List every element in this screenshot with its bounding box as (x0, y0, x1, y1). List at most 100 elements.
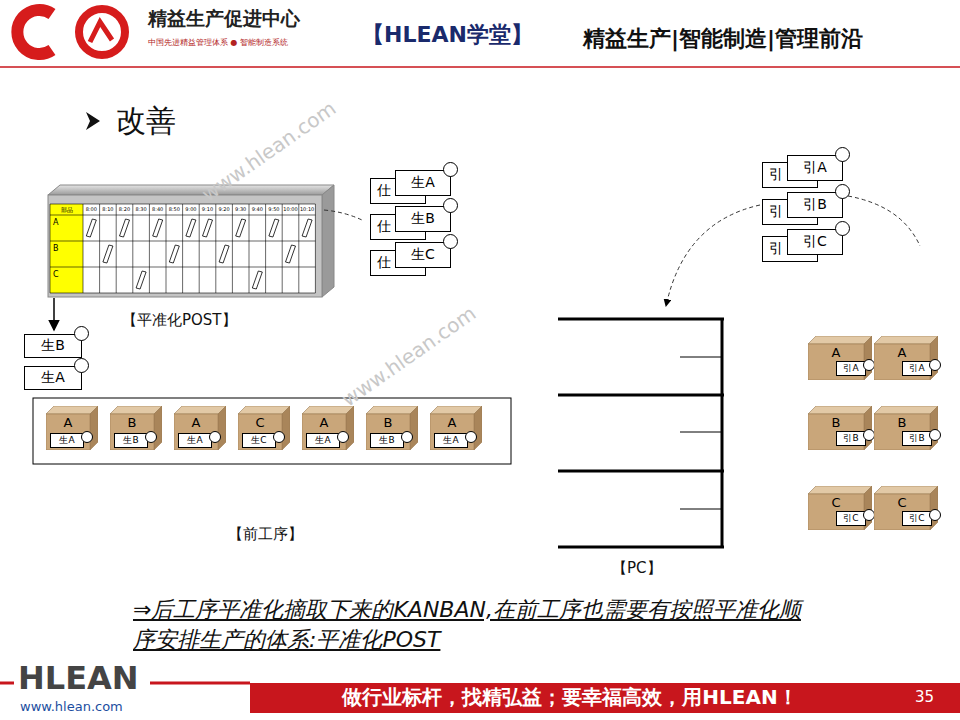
card-text: 生A (443, 434, 458, 447)
post-top (48, 185, 334, 195)
time-slot: 9:20 (216, 204, 233, 215)
table-line (298, 204, 299, 293)
caption: ⇒后工序平准化摘取下来的KANBAN,在前工序也需要有按照平准化顺序安排生产的体… (133, 595, 803, 655)
card-text: 生B (123, 434, 138, 447)
card-text: 仕 (377, 218, 391, 236)
box-side (282, 406, 290, 450)
card-text: 引C (843, 512, 858, 525)
kanban-card: 生A (306, 433, 340, 448)
table-line (265, 204, 266, 293)
kanban-slot (269, 219, 279, 237)
box-top (808, 406, 872, 414)
logo-c (17, 10, 52, 54)
box-side (474, 406, 482, 450)
box-front (430, 414, 474, 450)
part-letter: A (302, 415, 346, 430)
card-text: 引B (803, 196, 827, 214)
kanban-card: 生A (24, 366, 82, 390)
part-letter: A (174, 415, 218, 430)
footer-rule (0, 682, 14, 685)
box-top (430, 406, 482, 414)
table-line (99, 204, 100, 293)
card-text: 引A (803, 159, 827, 177)
dashed-flow (666, 205, 760, 306)
kanban-card: 生B (114, 433, 148, 448)
row-part: C (53, 270, 59, 279)
time-slot: 8:50 (166, 204, 183, 215)
kanban-card: 生A (434, 433, 468, 448)
product-box: B引B (874, 406, 938, 450)
card-text: 引C (803, 233, 827, 251)
product-box: C 引C (808, 486, 872, 530)
product-box: A引A (874, 336, 938, 380)
card-text: 仕 (377, 182, 391, 200)
card-text: 生C (411, 246, 435, 264)
dashed-flow (324, 210, 362, 220)
table-line (149, 204, 150, 293)
time-slot: 9:00 (183, 204, 200, 215)
part-letter: A (874, 345, 930, 360)
table-line (132, 204, 133, 293)
kanban-card: 生A (178, 433, 212, 448)
kanban-slot (169, 245, 179, 263)
kanban-card: 生B (370, 433, 404, 448)
kanban-slot (186, 219, 196, 237)
card-text: 生A (187, 434, 202, 447)
part-letter: C (808, 495, 864, 510)
box-front (366, 414, 410, 450)
kanban-card: 生A (395, 170, 451, 196)
card-text: 引C (909, 512, 924, 525)
kanban-card: 引A (787, 155, 843, 181)
kanban-card: 引A (902, 361, 932, 376)
product-box: A引A (808, 336, 872, 380)
product-box: B生B (366, 406, 418, 450)
table-head-col (50, 204, 83, 293)
card-text: 生B (411, 210, 435, 228)
table-line (83, 204, 84, 293)
kanban-slot (153, 219, 163, 237)
kanban-card: 引C (787, 229, 843, 255)
table-header: 部品 (50, 204, 83, 215)
footer-logo: HLEAN (18, 660, 139, 697)
slide-title: 改善 (116, 104, 176, 139)
card-text: 引B (909, 432, 924, 445)
logo-mark (90, 22, 112, 42)
post-side (322, 185, 334, 297)
page-number: 35 (915, 689, 934, 706)
product-box: A 生A (430, 406, 482, 450)
box-top (174, 406, 226, 414)
area-label: 【PC】 (612, 560, 662, 577)
watermark: www.hlean.com (338, 302, 481, 412)
kanban-slot (203, 219, 213, 237)
footer-slogan: 做行业标杆，找精弘益；要幸福高效，用HLEAN！ (250, 686, 890, 709)
table-line (116, 204, 117, 293)
part-letter: A (430, 415, 474, 430)
time-slot: 9:50 (266, 204, 283, 215)
part-letter: B (808, 415, 864, 430)
box-top (46, 406, 98, 414)
table-line (232, 204, 233, 293)
table-line (50, 204, 51, 293)
table-line (50, 267, 315, 268)
part-letter: B (110, 415, 154, 430)
card-text: 引B (843, 432, 858, 445)
logo-subtitle: 中国先进精益管理体系 ● 智能制造系统 (148, 38, 288, 47)
kanban-slot (120, 219, 130, 237)
card-text: 生B (379, 434, 394, 447)
row-part: B (53, 244, 59, 253)
table-line (50, 215, 315, 216)
box-top (110, 406, 162, 414)
box-side (410, 406, 418, 450)
flow-arrow (53, 298, 55, 330)
product-box: A生A (46, 406, 98, 450)
box-top (874, 336, 938, 344)
time-slot: 8:30 (133, 204, 150, 215)
table-body (83, 204, 315, 293)
part-letter: A (46, 415, 90, 430)
logo-name: 精益生产促进中心 (148, 8, 300, 30)
kanban-slot (236, 219, 246, 237)
area-label: 【平准化POST】 (122, 312, 237, 329)
product-box: B 生B (110, 406, 162, 450)
card-text: 引 (769, 166, 783, 184)
product-box: C生C (238, 406, 290, 450)
